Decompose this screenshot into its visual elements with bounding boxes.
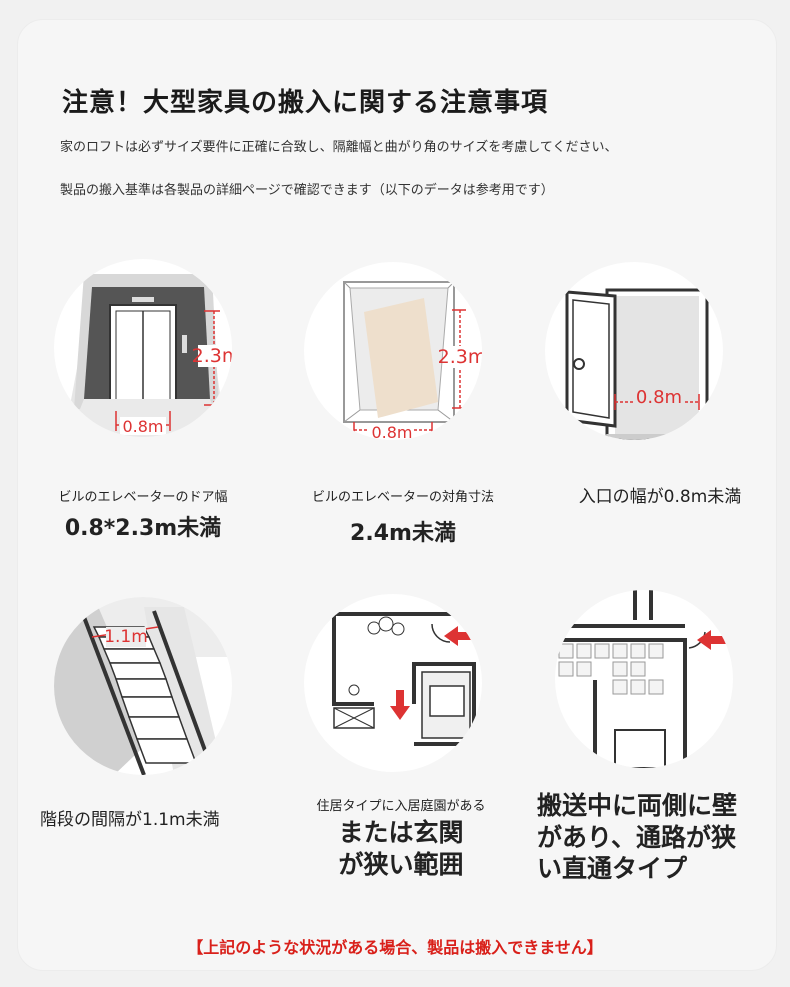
floorplan-garden-illustration — [304, 594, 482, 772]
elevator-door-value: 0.8*2.3m未満 — [64, 516, 222, 541]
elevator-diagonal-illustration: 0.8m 2.3m — [304, 262, 482, 440]
entrance-label: 入口の幅が0.8m未満 — [578, 487, 742, 507]
width-dimension: 0.8m — [636, 387, 682, 408]
height-dimension: 2.3m — [438, 346, 482, 368]
corridor-label-line1: 搬送中に両側に壁 — [537, 791, 738, 820]
elevator-diagonal-value: 2.4m未満 — [350, 521, 456, 546]
stairs-label: 階段の間隔が1.1m未満 — [40, 810, 220, 830]
entrance-door-illustration: 0.8m — [545, 262, 723, 440]
warning-footer: 【上記のような状況がある場合、製品は搬入できません】 — [187, 938, 603, 957]
corridor-illustration — [555, 590, 733, 768]
page-title: 注意！大型家具の搬入に関する注意事項 — [62, 88, 549, 118]
garden-value-line1: または玄関 — [338, 818, 464, 847]
width-dimension: 0.8m — [122, 417, 163, 436]
elevator-door-label: ビルのエレベーターのドア幅 — [58, 490, 228, 505]
garden-value-line2: が狭い範囲 — [338, 850, 464, 879]
corridor-label-line2: があり、通路が狭 — [537, 823, 737, 852]
note-reference: 製品の搬入基準は各製品の詳細ページで確認できます（以下のデータは参考用です） — [60, 183, 554, 198]
content-card — [17, 19, 777, 971]
garden-label: 住居タイプに入居庭園がある — [316, 799, 486, 814]
height-dimension: 2.3m — [192, 345, 232, 367]
elevator-door-illustration: 0.8m 2.3m — [54, 259, 232, 437]
stair-width-dimension: 1.1m — [104, 627, 148, 647]
corridor-label-line3: い直通タイプ — [537, 854, 688, 883]
elevator-diagonal-label: ビルのエレベーターの対角寸法 — [311, 490, 494, 505]
note-loft: 家のロフトは必ずサイズ要件に正確に合致し、隔離幅と曲がり角のサイズを考慮してくだ… — [60, 140, 618, 155]
width-dimension: 0.8m — [371, 423, 412, 440]
stairs-illustration: 1.1m — [54, 597, 232, 775]
